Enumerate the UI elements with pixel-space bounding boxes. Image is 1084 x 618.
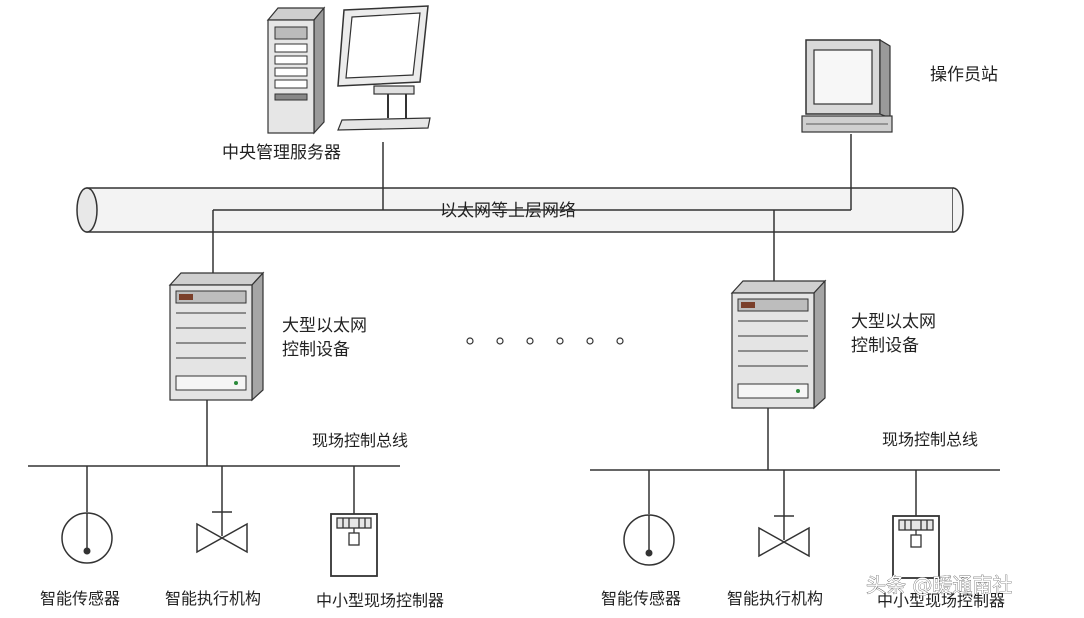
- controller-right-label: 大型以太网控制设备: [851, 312, 936, 356]
- sensor-left-icon: [61, 512, 113, 564]
- sensor-left-label: 智能传感器: [40, 589, 120, 608]
- field-controller-right-label: 中小型现场控制器: [877, 591, 1005, 610]
- watermark: 头条 @暖通南社: [866, 573, 1012, 597]
- field-controller-left-icon: [330, 513, 378, 577]
- fieldbus-right: [590, 469, 1000, 516]
- fieldbus-left-label: 现场控制总线: [312, 431, 408, 450]
- sensor-right-icon: [623, 514, 675, 566]
- actuator-right-label: 智能执行机构: [727, 589, 823, 608]
- field-controller-left-label: 中小型现场控制器: [316, 591, 444, 610]
- valve-left-icon: [196, 511, 248, 554]
- server-monitor-icon: [337, 5, 431, 131]
- controller-right-label-box: 大型以太网控制设备: [851, 312, 936, 356]
- operator-station-icon: [801, 38, 893, 133]
- ethernet-controller-left-icon: [168, 271, 265, 402]
- controller-left-label-box: 大型以太网控制设备: [282, 316, 367, 360]
- ethernet-network-label: 以太网等上层网络: [440, 201, 576, 221]
- sensor-right-label: 智能传感器: [601, 589, 681, 608]
- connection-lines: [206, 134, 852, 470]
- controller-left-label: 大型以太网控制设备: [282, 316, 367, 360]
- operator-station-label: 操作员站: [930, 65, 998, 85]
- ellipsis-dots: [466, 337, 624, 345]
- ethernet-controller-right-icon: [730, 279, 827, 410]
- server-tower-icon: [266, 6, 326, 135]
- field-controller-right-icon: [892, 515, 940, 579]
- fieldbus-left: [28, 465, 400, 514]
- central-server-label: 中央管理服务器: [222, 143, 341, 163]
- fieldbus-right-label: 现场控制总线: [882, 430, 978, 449]
- valve-right-icon: [758, 515, 810, 558]
- actuator-left-label: 智能执行机构: [165, 589, 261, 608]
